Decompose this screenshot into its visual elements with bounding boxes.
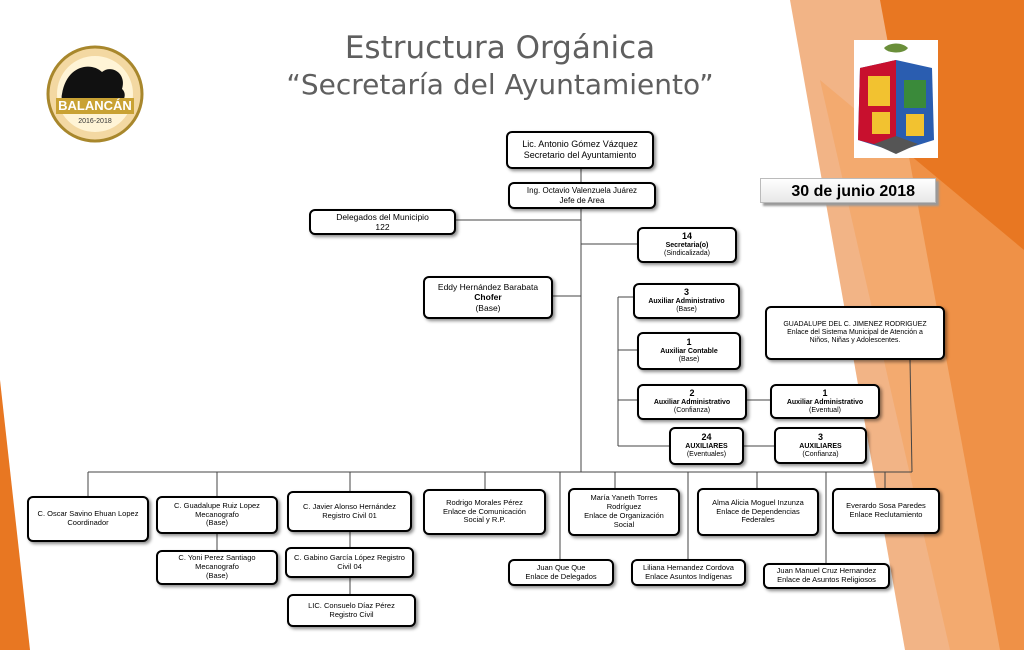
box-count: 14 <box>681 231 692 242</box>
left-orange-shape <box>0 380 30 650</box>
box-role: Mecanografo <box>195 562 239 572</box>
page-title: Estructura Orgánica <box>344 30 656 66</box>
box-role: Auxiliar Contable <box>660 348 718 356</box>
tabasco-coat-of-arms-logo <box>854 40 938 158</box>
box-guadalupe-jimenez: GUADALUPE DEL C. JIMENEZ RODRIGUEZ Enlac… <box>765 306 945 360</box>
box-role: AUXILIARES <box>799 442 842 450</box>
box-role: Secretario del Ayuntamiento <box>523 150 637 160</box>
logo-years: 2016-2018 <box>78 118 112 125</box>
box-yoni: C. Yoni Perez Santiago Mecanografo (Base… <box>156 550 278 585</box>
box-guadalupe-ruiz: C. Guadalupe Ruiz Lopez Mecanografo (Bas… <box>156 496 278 534</box>
box-name: Juan Manuel Cruz Hernandez <box>776 566 877 576</box>
box-name: Liliana Hernandez Cordova <box>643 562 734 572</box>
box-count: 122 <box>375 222 390 232</box>
box-type: (Base) <box>205 570 229 580</box>
box-count: 24 <box>701 432 712 443</box>
box-role: Enlace de Comunicación Social y R.P. <box>443 506 526 525</box>
box-role: Jefe de Area <box>559 195 605 205</box>
box-type: (Sindicalizada) <box>664 250 710 258</box>
box-rodrigo: Rodrigo Morales Pérez Enlace de Comunica… <box>423 489 546 535</box>
box-name: C. Guadalupe Ruiz Lopez <box>174 500 260 510</box>
box-name: C. Gabino García López Registro <box>294 552 405 562</box>
box-name: Eddy Hernández Barabata <box>437 282 539 293</box>
box-role: Enlace del Sistema Municipal de Atención… <box>787 328 923 345</box>
box-maria: María Yaneth Torres Rodríguez Enlace de … <box>568 488 680 536</box>
box-aux-admin-eventual: 1 Auxiliar Administrativo (Eventual) <box>770 384 880 419</box>
box-type: (Confianza) <box>673 407 711 415</box>
box-count: 2 <box>689 388 695 399</box>
box-role: Auxiliar Administrativo <box>648 298 725 306</box>
box-aux-admin-confianza: 2 Auxiliar Administrativo (Confianza) <box>637 384 747 420</box>
right-light-shape <box>820 80 1024 650</box>
box-name: Rodrigo Morales Pérez <box>446 497 523 507</box>
box-jefe-area: Ing. Octavio Valenzuela Juárez Jefe de A… <box>508 182 656 209</box>
box-aux-admin-base: 3 Auxiliar Administrativo (Base) <box>633 283 740 319</box>
box-role: Auxiliar Administrativo <box>653 399 731 407</box>
box-role: Enlace de Organización Social <box>584 511 664 529</box>
box-role: Chofer <box>474 292 502 303</box>
box-aux-contable: 1 Auxiliar Contable (Base) <box>637 332 741 370</box>
box-delegados: Delegados del Municipio 122 <box>309 209 456 235</box>
box-oscar: C. Oscar Savino Ehuan Lopez Coordinador <box>27 496 149 542</box>
box-name: C. Yoni Perez Santiago <box>178 553 256 563</box>
box-juan-que: Juan Que Que Enlace de Delegados <box>508 559 614 586</box>
box-role: Enlace de Delegados <box>525 571 597 581</box>
box-chofer: Eddy Hernández Barabata Chofer (Base) <box>423 276 553 319</box>
box-name: Juan Que Que <box>536 562 586 572</box>
box-name: Delegados del Municipio <box>336 211 429 222</box>
box-name: C. Javier Alonso Hernández <box>303 501 396 511</box>
box-type: (Base) <box>475 302 501 313</box>
box-type: (Eventual) <box>809 406 841 414</box>
box-role: Enlace de Asuntos Religiosos <box>777 575 876 584</box>
box-role: Civil 04 <box>337 561 362 571</box>
box-juan-manuel: Juan Manuel Cruz Hernandez Enlace de Asu… <box>763 563 890 589</box>
box-role: AUXILIARES <box>685 443 728 451</box>
box-consuelo: LIC. Consuelo Díaz Pérez Registro Civil <box>287 594 416 627</box>
box-auxiliares-confianza: 3 AUXILIARES (Confianza) <box>774 427 867 464</box>
box-type: (Base) <box>678 356 700 364</box>
box-type: (Eventuales) <box>686 451 727 459</box>
box-role: Enlace Asuntos Indígenas <box>645 571 732 581</box>
box-name: Ing. Octavio Valenzuela Juárez <box>526 186 638 196</box>
box-name: Alma Alicia Moguel Inzunza <box>712 497 804 507</box>
box-liliana: Liliana Hernandez Cordova Enlace Asuntos… <box>631 559 746 586</box>
box-name: Everardo Sosa Paredes <box>846 501 926 511</box>
box-secretario: Lic. Antonio Gómez Vázquez Secretario de… <box>506 131 654 169</box>
box-type: (Confianza) <box>802 450 839 458</box>
logo-text: BALANCÁN <box>58 98 132 113</box>
date-label: 30 de junio 2018 <box>760 178 936 203</box>
box-javier: C. Javier Alonso Hernández Registro Civi… <box>287 491 412 532</box>
box-type: (Base) <box>676 306 697 314</box>
box-gabino: C. Gabino García López Registro Civil 04 <box>285 547 414 578</box>
box-name: Lic. Antonio Gómez Vázquez <box>522 139 638 150</box>
box-role: Secretaria(o) <box>665 242 709 250</box>
box-role: Registro Civil 01 <box>322 510 377 520</box>
box-secretarias: 14 Secretaria(o) (Sindicalizada) <box>637 227 737 263</box>
box-name: GUADALUPE DEL C. JIMENEZ RODRIGUEZ <box>783 320 927 328</box>
box-role: Mecanografo <box>195 509 239 519</box>
box-role: Auxiliar Administrativo <box>786 398 864 406</box>
connector <box>909 359 913 473</box>
box-auxiliares-eventuales: 24 AUXILIARES (Eventuales) <box>669 427 744 465</box>
box-name: LIC. Consuelo Díaz Pérez <box>308 600 395 610</box>
box-role: Coordinador <box>67 518 109 527</box>
box-name: María Yaneth Torres Rodríguez <box>590 493 658 512</box>
box-count: 3 <box>817 431 823 442</box>
page-subtitle: “Secretaría del Ayuntamiento” <box>286 68 714 101</box>
box-count: 1 <box>822 387 828 398</box>
box-name: C. Oscar Savino Ehuan Lopez <box>37 509 139 519</box>
box-role: Enlace Reclutamiento <box>849 510 923 519</box>
box-type: (Base) <box>205 518 229 528</box>
box-count: 1 <box>686 337 692 348</box>
box-alma: Alma Alicia Moguel Inzunza Enlace de Dep… <box>697 488 819 536</box>
balancan-logo: BALANCÁN 2016-2018 <box>46 45 144 143</box>
box-role: Enlace de Dependencias Federales <box>716 506 800 525</box>
box-everardo: Everardo Sosa Paredes Enlace Reclutamien… <box>832 488 940 534</box>
box-role: Registro Civil <box>329 609 374 619</box>
box-count: 3 <box>683 287 689 298</box>
